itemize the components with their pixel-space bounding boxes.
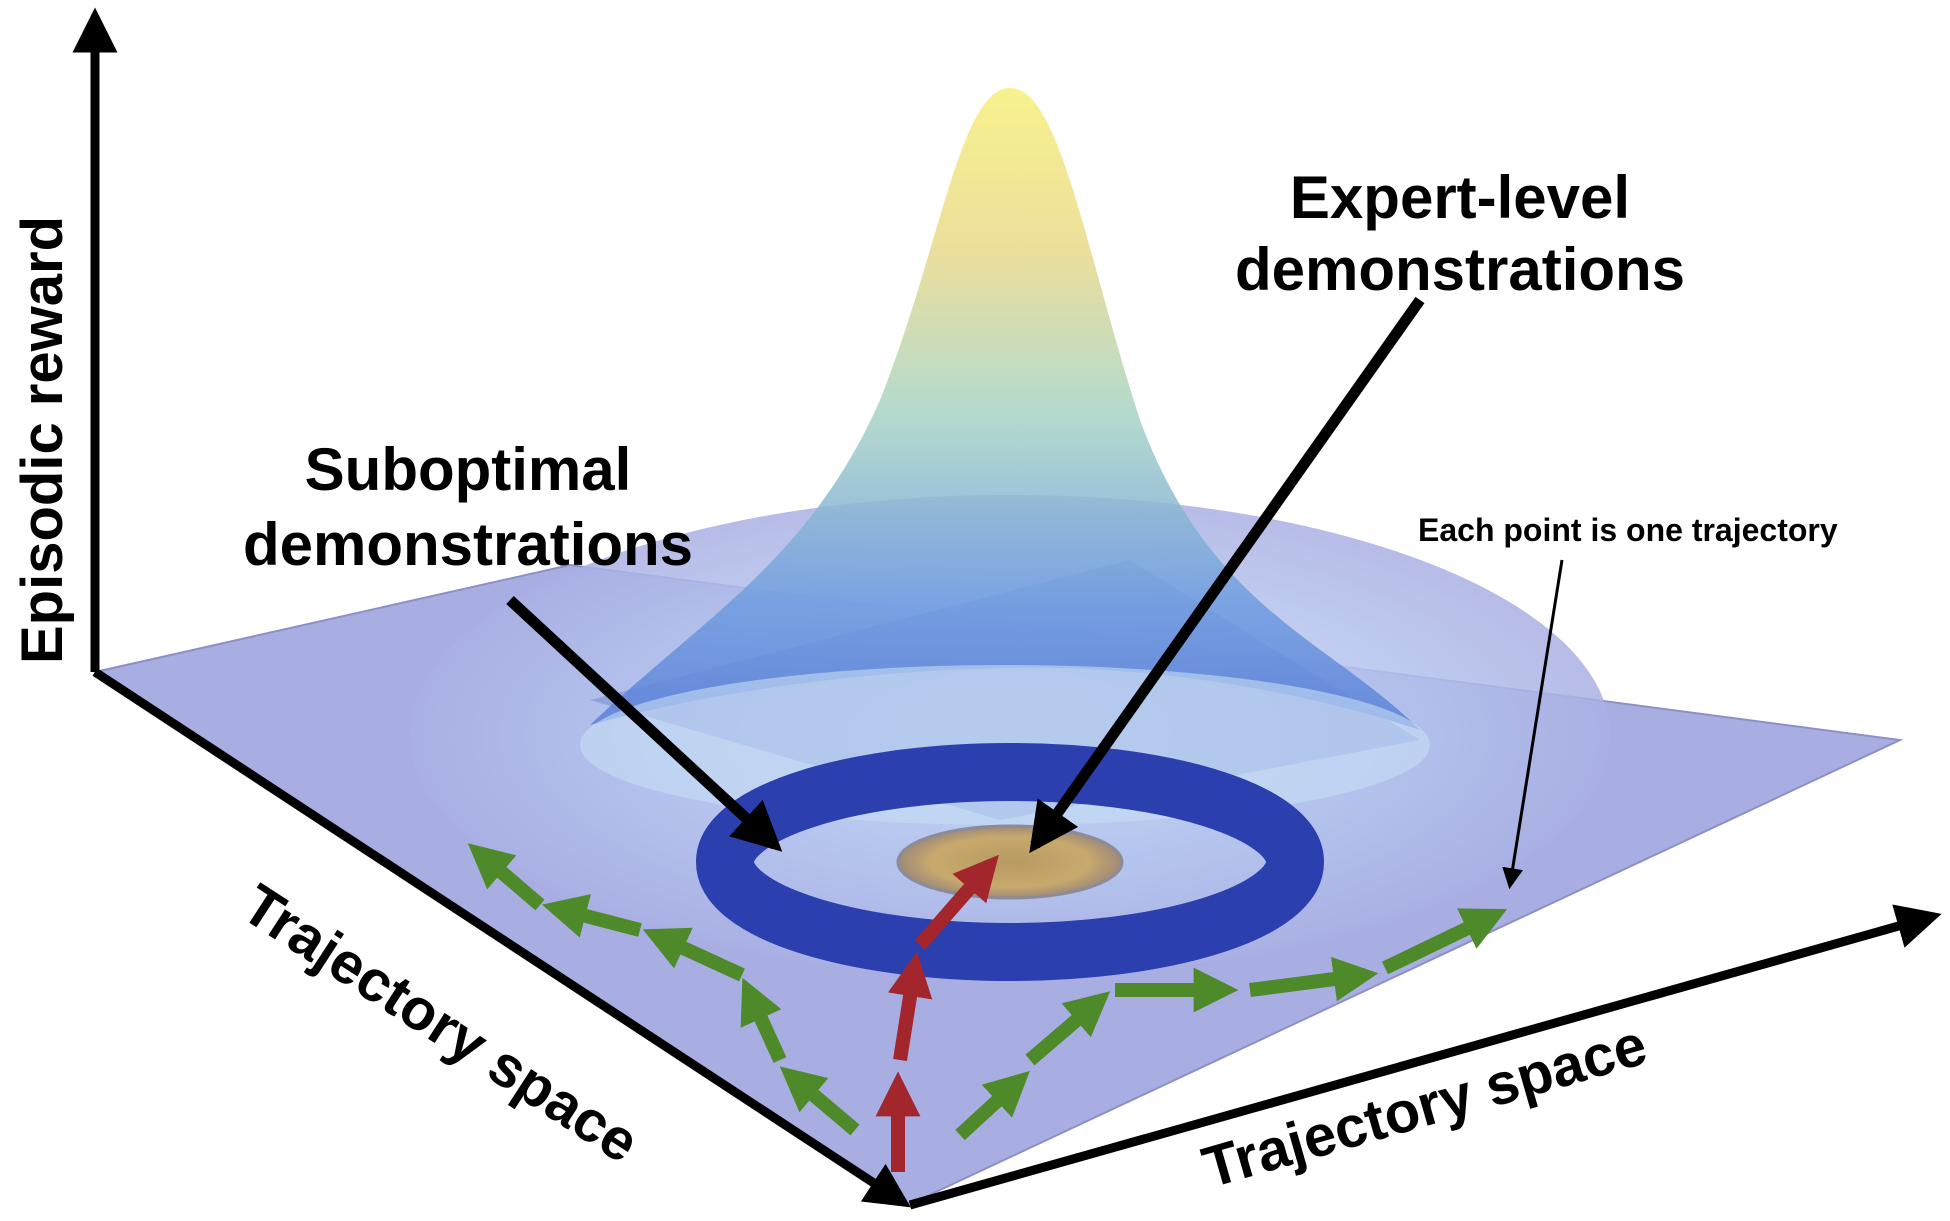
x-axis-right-line [908,904,1942,1210]
y-axis-label: Episodic reward [10,216,75,664]
expert-center-disc [896,824,1124,900]
x-axis-left-line [92,668,911,1208]
expert-label-line2: demonstrations [1235,236,1685,303]
red-trajectory [875,854,999,1172]
point-note-label: Each point is one trajectory [1418,512,1838,548]
green-trajectory-right [955,908,1508,1141]
suboptimal-pointer-arrow [506,595,783,852]
suboptimal-ring [696,743,1324,981]
point-note-arrow [1502,559,1564,890]
reward-bell-surface [590,88,1420,730]
suboptimal-label-line1: Suboptimal [305,436,632,503]
expert-label-line1: Expert-level [1290,164,1630,231]
green-trajectory-left [467,843,860,1136]
expert-pointer-arrow [1029,296,1425,854]
suboptimal-label-line2: demonstrations [243,511,693,578]
